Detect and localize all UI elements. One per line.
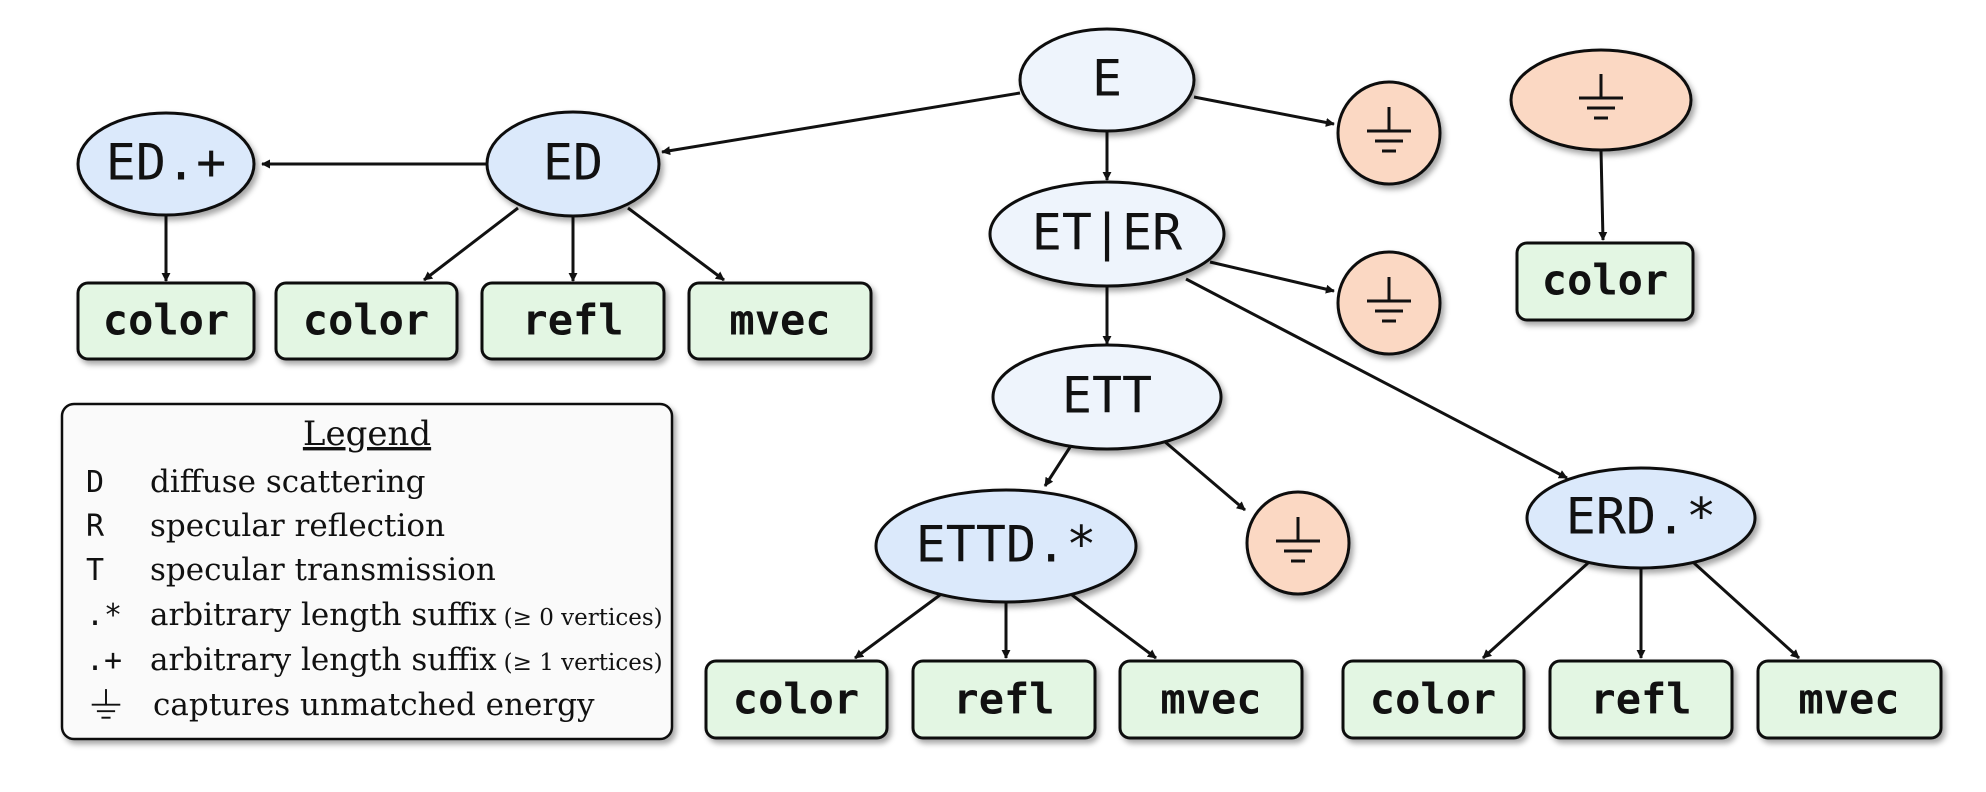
- legend-description: arbitrary length suffix (≥ 1 vertices): [150, 642, 663, 678]
- edge-ettd-to-color: [854, 593, 941, 660]
- node-et-er: [988, 180, 1226, 288]
- box-ed-plus-color: color: [76, 281, 256, 361]
- edge-erd-to-mvec: [1692, 561, 1801, 660]
- ground-node-ett: [1245, 490, 1351, 596]
- legend-symbol: T: [86, 553, 104, 588]
- box-erd-refl: refl: [1548, 659, 1734, 740]
- legend-note: (≥ 0 vertices): [504, 605, 663, 631]
- node-ed-label: ED: [543, 134, 603, 192]
- legend-box: [60, 402, 674, 741]
- edge-ettd-to-mvec: [1071, 593, 1157, 660]
- edge-e-to-ground: [1193, 95, 1335, 127]
- legend-description: specular transmission: [150, 552, 496, 588]
- node-ettd-star-label: ETTD.*: [916, 516, 1097, 574]
- legend-description: captures unmatched energy: [153, 687, 595, 723]
- legend-description: arbitrary length suffix (≥ 0 vertices): [150, 597, 663, 633]
- ground-node-et-er: [1336, 250, 1442, 356]
- legend: Legend D diffuse scattering R specular r…: [60, 402, 674, 741]
- edge-ett-to-ettd: [1043, 440, 1076, 487]
- box-erd-color: color: [1341, 659, 1526, 740]
- node-ett-label: ETT: [1062, 367, 1152, 425]
- box-standalone-color: color: [1515, 241, 1695, 322]
- box-ettd-refl: refl: [911, 659, 1097, 740]
- node-erd-star-label: ERD.*: [1566, 488, 1717, 546]
- node-erd-star: [1525, 466, 1757, 570]
- node-ed-plus-label: ED.+: [106, 134, 226, 192]
- legend-description-text: arbitrary length suffix: [150, 597, 497, 633]
- box-ed-refl: refl: [480, 281, 666, 361]
- box-label: color: [1370, 675, 1496, 724]
- edge-e-to-ed: [661, 91, 1021, 156]
- box-label: refl: [1590, 675, 1691, 724]
- box-label: color: [103, 296, 229, 345]
- node-e: [1018, 27, 1196, 133]
- box-label: refl: [953, 675, 1054, 724]
- legend-symbol: D: [86, 465, 104, 500]
- node-ett: [991, 343, 1223, 451]
- box-ettd-color: color: [704, 659, 889, 740]
- box-ettd-mvec: mvec: [1118, 659, 1304, 740]
- ground-node-e: [1336, 80, 1442, 186]
- box-label: color: [733, 675, 859, 724]
- box-label: mvec: [729, 296, 830, 345]
- legend-description: diffuse scattering: [150, 464, 425, 500]
- box-erd-mvec: mvec: [1756, 659, 1943, 740]
- legend-note: (≥ 1 vertices): [504, 650, 663, 676]
- edges: [161, 91, 1801, 660]
- edge-ed-to-mvec: [627, 206, 725, 282]
- node-ed: [485, 110, 661, 218]
- edge-et-er-to-ground: [1209, 260, 1335, 294]
- legend-description-text: arbitrary length suffix: [150, 642, 497, 678]
- box-label: mvec: [1798, 675, 1899, 724]
- edge-et-er-to-erd: [1185, 277, 1568, 480]
- box-ed-color: color: [274, 281, 459, 361]
- box-ed-mvec: mvec: [687, 281, 873, 361]
- box-label: color: [303, 296, 429, 345]
- box-label: color: [1542, 256, 1668, 305]
- edge-ground-to-color: [1598, 149, 1608, 241]
- legend-title: Legend: [303, 414, 431, 454]
- box-label: refl: [522, 296, 623, 345]
- box-label: mvec: [1160, 675, 1261, 724]
- legend-symbol: .+: [86, 643, 122, 678]
- ground-node-standalone: [1509, 48, 1693, 152]
- edge-erd-to-color: [1481, 561, 1590, 660]
- node-et-er-label: ET|ER: [1032, 204, 1183, 262]
- edge-ett-to-ground: [1163, 439, 1246, 512]
- legend-symbol: R: [86, 509, 105, 544]
- edge-ed-to-color: [423, 206, 519, 282]
- legend-symbol: .*: [86, 598, 122, 633]
- node-e-label: E: [1092, 50, 1122, 108]
- legend-description: specular reflection: [150, 508, 445, 544]
- node-ed-plus: [76, 111, 256, 217]
- node-ettd-star: [874, 488, 1138, 604]
